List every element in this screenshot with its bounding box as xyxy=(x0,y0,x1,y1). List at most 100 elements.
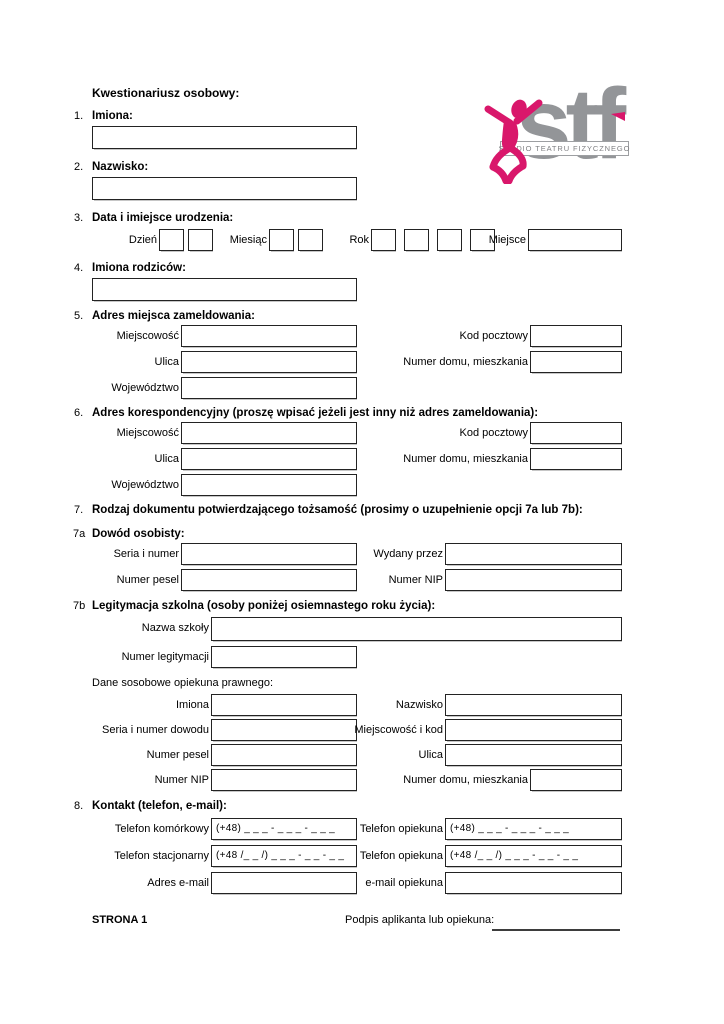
section-4-number: 4. xyxy=(74,262,84,274)
birth-month-box-2[interactable] xyxy=(298,229,323,251)
page-number-label: STRONA 1 xyxy=(92,914,148,926)
section-7b-title: Legitymacja szkolna (osoby poniżej osiem… xyxy=(92,600,436,612)
mobile-phone-input[interactable]: (+48) _ _ _ - _ _ _ - _ _ _ xyxy=(211,818,357,840)
mobile-phone-label: Telefon komórkowy xyxy=(114,823,209,835)
guardian-first-names-input[interactable] xyxy=(211,694,357,716)
guardian-first-names-label: Imiona xyxy=(175,699,209,711)
birth-day-box-1[interactable] xyxy=(159,229,184,251)
reg-province-input[interactable] xyxy=(181,377,357,399)
email-input[interactable] xyxy=(211,872,357,894)
dancer-icon xyxy=(484,99,543,184)
id-pesel-label: Numer pesel xyxy=(116,574,179,586)
landline-phone-input[interactable]: (+48 /_ _ /) _ _ _ - _ _ - _ _ xyxy=(211,845,357,867)
section-4-title: Imiona rodziców: xyxy=(92,262,186,274)
guardian-pesel-label: Numer pesel xyxy=(146,749,209,761)
guardian-mobile-phone-input[interactable]: (+48) _ _ _ - _ _ _ - _ _ _ xyxy=(445,818,622,840)
guardian-email-input[interactable] xyxy=(445,872,622,894)
section-6-number: 6. xyxy=(74,407,84,419)
logo-tagline-band: STUDIO TEATRU FIZYCZNEGO xyxy=(498,141,631,156)
birth-place-input[interactable] xyxy=(528,229,622,251)
id-series-input[interactable] xyxy=(181,543,357,565)
section-8-number: 8. xyxy=(74,800,84,812)
corr-street-input[interactable] xyxy=(181,448,357,470)
birth-day-label: Dzień xyxy=(128,234,157,246)
guardian-street-input[interactable] xyxy=(445,744,622,766)
reg-house-input[interactable] xyxy=(530,351,622,373)
id-issued-input[interactable] xyxy=(445,543,622,565)
logo-flag-icon xyxy=(611,112,625,121)
landline-phone-mask: (+48 /_ _ /) _ _ _ - _ _ - _ _ xyxy=(216,850,345,861)
guardian-city-input[interactable] xyxy=(445,719,622,741)
guardian-landline-phone-mask: (+48 /_ _ /) _ _ _ - _ _ - _ _ xyxy=(450,850,579,861)
signature-line[interactable] xyxy=(492,929,620,931)
id-series-label: Seria i numer xyxy=(113,548,179,560)
guardian-id-series-label: Seria i numer dowodu xyxy=(101,724,209,736)
guardian-last-name-label: Nazwisko xyxy=(395,699,443,711)
section-5-number: 5. xyxy=(74,310,84,322)
logo-word: stf xyxy=(516,68,626,180)
guardian-mobile-phone-mask: (+48) _ _ _ - _ _ _ - _ _ _ xyxy=(450,823,569,834)
parents-names-input[interactable] xyxy=(92,278,357,301)
first-names-input[interactable] xyxy=(92,126,357,149)
guardian-last-name-input[interactable] xyxy=(445,694,622,716)
guardian-street-label: Ulica xyxy=(418,749,443,761)
section-6-title: Adres korespondencyjny (proszę wpisać je… xyxy=(92,407,539,419)
corr-house-label: Numer domu, mieszkania xyxy=(403,453,528,465)
section-3-number: 3. xyxy=(74,212,84,224)
birth-year-label: Rok xyxy=(349,234,369,246)
corr-province-label: Województwo xyxy=(111,479,179,491)
logo-tagline: STUDIO TEATRU FIZYCZNEGO xyxy=(498,144,631,153)
guardian-house-input[interactable] xyxy=(530,769,622,791)
reg-province-label: Województwo xyxy=(111,382,179,394)
section-1-title: Imiona: xyxy=(92,110,133,122)
id-pesel-input[interactable] xyxy=(181,569,357,591)
birth-day-box-2[interactable] xyxy=(188,229,213,251)
corr-city-label: Miejscowość xyxy=(116,427,179,439)
guardian-city-label: Miejscowość i kod xyxy=(354,724,443,736)
section-2-title: Nazwisko: xyxy=(92,161,149,173)
birth-year-box-4[interactable] xyxy=(470,229,495,251)
stf-logo: stf STUDIO TEATRU FIZYCZNEGO xyxy=(478,74,631,184)
guardian-nip-input[interactable] xyxy=(211,769,357,791)
id-issued-label: Wydany przez xyxy=(373,548,443,560)
guardian-pesel-input[interactable] xyxy=(211,744,357,766)
section-7a-number: 7a xyxy=(73,528,86,540)
guardian-landline-phone-input[interactable]: (+48 /_ _ /) _ _ _ - _ _ - _ _ xyxy=(445,845,622,867)
section-5-title: Adres miejsca zameldowania: xyxy=(92,310,255,322)
id-nip-label: Numer NIP xyxy=(388,574,443,586)
corr-city-input[interactable] xyxy=(181,422,357,444)
form-title: Kwestionariusz osobowy: xyxy=(92,86,240,100)
section-2-number: 2. xyxy=(74,161,84,173)
school-name-input[interactable] xyxy=(211,617,622,641)
guardian-id-series-input[interactable] xyxy=(211,719,357,741)
corr-province-input[interactable] xyxy=(181,474,357,496)
reg-postal-label: Kod pocztowy xyxy=(459,330,528,342)
school-card-label: Numer legitymacji xyxy=(121,651,209,663)
section-7a-title: Dowód osobisty: xyxy=(92,528,185,540)
school-name-label: Nazwa szkoły xyxy=(141,622,209,634)
birth-year-box-2[interactable] xyxy=(404,229,429,251)
reg-city-input[interactable] xyxy=(181,325,357,347)
reg-street-input[interactable] xyxy=(181,351,357,373)
id-nip-input[interactable] xyxy=(445,569,622,591)
section-7-title: Rodzaj dokumentu potwierdzającego tożsam… xyxy=(92,504,583,516)
corr-postal-label: Kod pocztowy xyxy=(459,427,528,439)
section-1-number: 1. xyxy=(74,110,84,122)
last-name-input[interactable] xyxy=(92,177,357,200)
birth-month-box-1[interactable] xyxy=(269,229,294,251)
birth-month-label: Miesiąc xyxy=(229,234,267,246)
corr-postal-input[interactable] xyxy=(530,422,622,444)
email-label: Adres e-mail xyxy=(147,877,209,889)
corr-street-label: Ulica xyxy=(154,453,179,465)
birth-year-box-3[interactable] xyxy=(437,229,462,251)
reg-city-label: Miejscowość xyxy=(116,330,179,342)
reg-street-label: Ulica xyxy=(154,356,179,368)
corr-house-input[interactable] xyxy=(530,448,622,470)
school-card-input[interactable] xyxy=(211,646,357,668)
guardian-house-label: Numer domu, mieszkania xyxy=(403,774,528,786)
guardian-heading: Dane sosobowe opiekuna prawnego: xyxy=(92,677,274,689)
section-7-number: 7. xyxy=(74,504,84,516)
birth-year-box-1[interactable] xyxy=(371,229,396,251)
reg-postal-input[interactable] xyxy=(530,325,622,347)
